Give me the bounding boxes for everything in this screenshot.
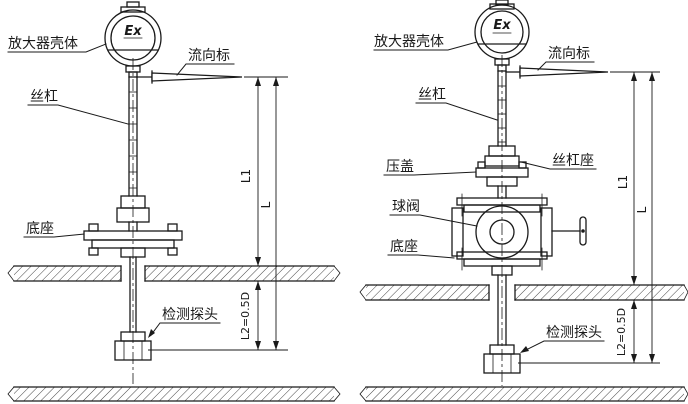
dim-l-text: L <box>635 206 649 213</box>
ex-marking: Ex <box>493 18 511 33</box>
dimension-l: L <box>635 72 655 363</box>
dim-l2-text: L2=0.5D <box>239 292 252 340</box>
lead-screw-seat <box>484 145 520 167</box>
label-lead-screw-seat: 丝杠座 <box>552 153 594 169</box>
callout-lead-screw-seat: 丝杠座 <box>520 153 597 170</box>
valve-handle-icon <box>579 216 587 246</box>
callout-amplifier-housing: 放大器壳体 <box>373 33 478 51</box>
probe-stem <box>129 256 137 333</box>
label-gland: 压盖 <box>386 159 414 175</box>
base-flange <box>83 223 183 258</box>
left-diagram: Ex <box>7 1 341 402</box>
label-flow-indicator: 流向标 <box>548 46 590 62</box>
callout-lead-screw: 丝杠 <box>415 87 498 121</box>
ex-marking: Ex <box>124 24 142 39</box>
dim-l1-text: L1 <box>239 169 253 183</box>
dimension-l: L <box>259 77 279 350</box>
label-probe: 检测探头 <box>162 307 218 323</box>
probe-stem <box>497 274 507 346</box>
flow-arrow-icon <box>519 67 609 77</box>
callout-base: 底座 <box>387 239 455 259</box>
flow-arrow-icon <box>151 72 243 82</box>
lead-screw-rod <box>497 70 507 147</box>
label-lead-screw: 丝杠 <box>418 87 446 103</box>
ball-valve <box>451 193 587 276</box>
callout-ball-valve: 球阀 <box>389 199 478 227</box>
pipe-upper-wall <box>359 284 688 301</box>
pipe-lower-wall <box>359 386 688 402</box>
callout-amplifier-housing: 放大器壳体 <box>7 35 107 53</box>
dimension-l2: L2=0.5D <box>615 300 637 363</box>
right-diagram: Ex <box>359 0 688 402</box>
dimension-extensions <box>518 71 660 364</box>
leader-arrow-icon <box>148 329 155 338</box>
label-amplifier-housing: 放大器壳体 <box>8 35 78 52</box>
label-amplifier-housing: 放大器壳体 <box>374 33 444 50</box>
callout-probe: 检测探头 <box>520 325 605 353</box>
lead-screw-rod <box>128 76 138 197</box>
dimension-extensions <box>148 76 288 351</box>
callout-base: 底座 <box>23 221 85 238</box>
label-lead-screw: 丝杠 <box>30 89 58 105</box>
label-flow-indicator: 流向标 <box>188 48 230 64</box>
callout-flow-indicator: 流向标 <box>537 46 595 71</box>
amplifier-head: Ex <box>104 1 162 78</box>
dim-l-text: L <box>259 201 273 208</box>
callout-flow-indicator: 流向标 <box>176 48 235 76</box>
pipe-lower-wall <box>7 386 341 402</box>
dim-l2-text: L2=0.5D <box>615 308 628 356</box>
flow-direction-arm <box>136 70 243 84</box>
detection-probe <box>483 344 521 374</box>
label-ball-valve: 球阀 <box>392 199 420 215</box>
label-base: 底座 <box>390 239 418 255</box>
flow-direction-arm <box>505 65 609 79</box>
callout-probe: 检测探头 <box>148 307 221 338</box>
amplifier-head: Ex <box>474 0 530 72</box>
callout-gland: 压盖 <box>383 159 477 176</box>
dimension-l2: L2=0.5D <box>239 281 261 350</box>
detection-probe <box>114 331 152 361</box>
callout-lead-screw: 丝杠 <box>27 89 129 125</box>
label-base: 底座 <box>26 221 54 237</box>
pipe-upper-wall <box>7 265 341 282</box>
dimension-l1: L1 <box>616 72 637 285</box>
coupling-nut <box>116 195 150 232</box>
dimension-l1: L1 <box>239 77 261 266</box>
label-probe: 检测探头 <box>546 325 602 341</box>
dim-l1-text: L1 <box>616 175 630 189</box>
leader-arrow-icon <box>520 346 529 353</box>
